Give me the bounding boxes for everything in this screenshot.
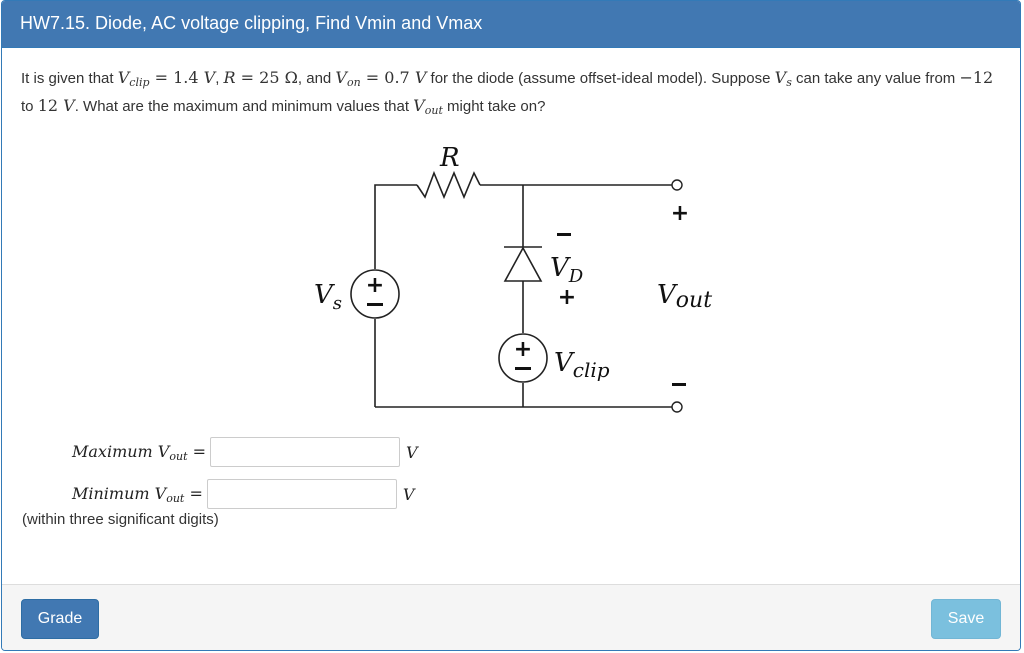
label-vs: Vs [314,280,342,314]
voltage-source-vs-icon: + [350,269,400,319]
svg-text:+: + [366,273,384,298]
circuit-diagram: + + R Vs VD Vclip Vout + + [314,143,712,413]
vout-minus-sign [672,383,686,386]
panel-footer: Grade Save [2,584,1020,650]
output-terminal-plus [671,179,683,191]
svg-text:+: + [514,337,532,362]
resistor-icon [416,170,481,200]
voltage-source-vclip-icon: + [498,333,548,383]
question-body: It is given that Vclip = 1.4 V, R = 25 Ω… [2,48,1020,140]
diode-icon [503,246,543,282]
vd-plus-sign: + [558,285,576,310]
max-vout-input[interactable] [210,437,400,467]
label-vclip: Vclip [554,348,610,382]
max-vout-row: Maximum Vout = V [72,437,418,467]
min-vout-unit: V [402,484,415,504]
label-vd: VD [550,253,584,287]
max-vout-label: Maximum Vout = [72,441,206,463]
significant-digits-note: (within three significant digits) [22,511,219,528]
output-terminal-minus [671,401,683,413]
wire-left [374,184,417,407]
question-prompt: It is given that Vclip = 1.4 V, R = 25 Ω… [21,68,994,117]
save-button[interactable]: Save [931,599,1001,639]
label-vout: Vout [657,280,712,313]
grade-button[interactable]: Grade [21,599,99,639]
min-vout-label: Minimum Vout = [72,483,203,505]
vd-minus-sign [557,233,571,236]
label-r: R [439,143,460,173]
question-title: HW7.15. Diode, AC voltage clipping, Find… [2,1,1020,48]
min-vout-input[interactable] [206,479,397,509]
min-vout-row: Minimum Vout = V [72,479,414,509]
vout-plus-sign: + [671,201,689,226]
max-vout-unit: V [406,442,418,462]
